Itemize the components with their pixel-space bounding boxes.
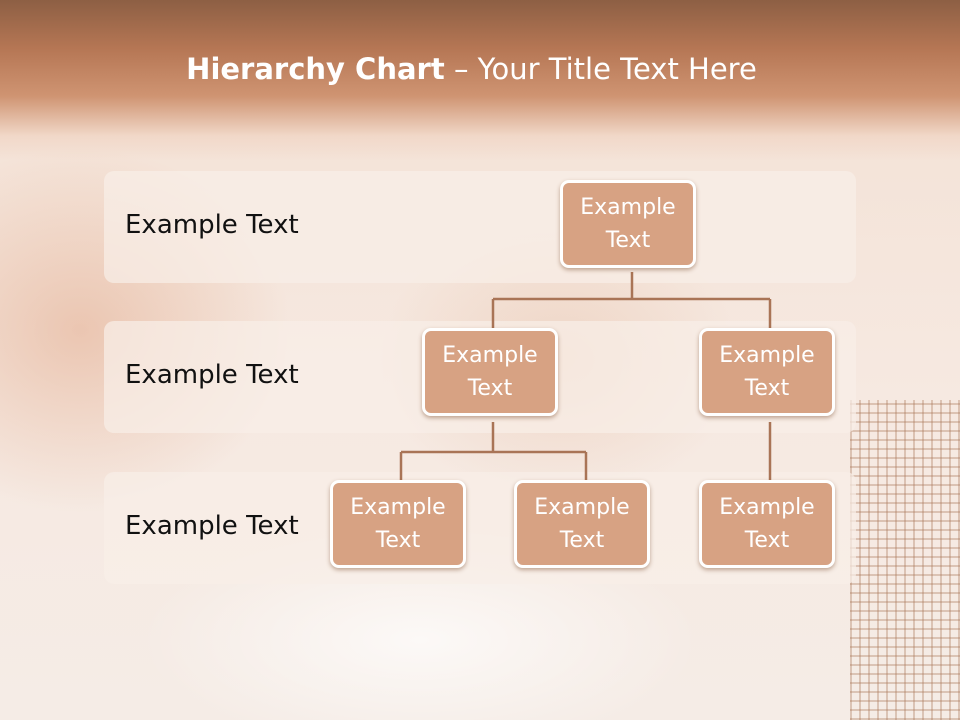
slide-title: Hierarchy Chart – Your Title Text Here (0, 52, 943, 86)
node-level3-b[interactable]: Example Text (514, 480, 650, 568)
header-bar (0, 0, 960, 160)
level-label-3: Example Text (125, 511, 299, 541)
connector-root (491, 272, 772, 330)
node-root[interactable]: Example Text (560, 180, 696, 268)
node-level3-a-text: Example Text (350, 495, 446, 553)
bamboo-mat-texture (850, 400, 960, 720)
level-label-2: Example Text (125, 360, 299, 390)
node-level2-right[interactable]: Example Text (699, 328, 835, 416)
title-rest: – Your Title Text Here (444, 52, 757, 86)
level-label-1: Example Text (125, 210, 299, 240)
node-level3-a[interactable]: Example Text (330, 480, 466, 568)
title-bold: Hierarchy Chart (186, 52, 445, 86)
node-level2-left-text: Example Text (442, 343, 538, 401)
node-level3-b-text: Example Text (534, 495, 630, 553)
node-level2-left[interactable]: Example Text (422, 328, 558, 416)
node-level3-c-text: Example Text (719, 495, 815, 553)
level-band-1 (104, 171, 856, 283)
connector-left (399, 422, 588, 482)
node-level2-right-text: Example Text (719, 343, 815, 401)
node-root-text: Example Text (580, 195, 676, 253)
node-level3-c[interactable]: Example Text (699, 480, 835, 568)
